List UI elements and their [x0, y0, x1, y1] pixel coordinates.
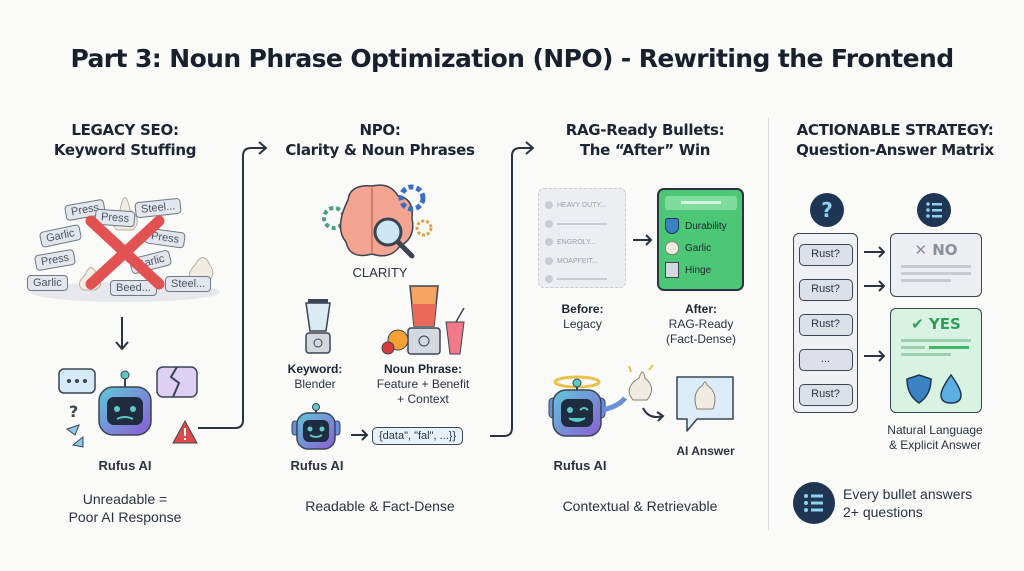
- garlic-icon: [665, 241, 679, 256]
- page-title: Part 3: Noun Phrase Optimization (NPO) -…: [70, 44, 954, 73]
- noun-phrase-value-2: + Context: [397, 392, 449, 406]
- legacy-title-line1: LEGACY SEO:: [71, 121, 179, 139]
- check-icon: ✔: [911, 315, 929, 333]
- brain-clarity-icon: [322, 184, 433, 259]
- down-arrow-icon: [115, 317, 129, 351]
- keyword-tag: Beed...: [110, 280, 157, 296]
- strategy-title: ACTIONABLE STRATEGY: Question-Answer Mat…: [780, 120, 1010, 160]
- confused-bot: ?: [55, 365, 205, 455]
- before-bullet: HEAVY DUTY...: [545, 197, 607, 216]
- yes-answer-card: ✔ YES: [890, 308, 982, 413]
- question-chip: Rust?: [798, 279, 853, 301]
- strategy-footer-line1: Every bullet answers: [843, 486, 973, 502]
- right-arrow-icon: [633, 234, 653, 246]
- strategy-title-line2: Question-Answer Matrix: [796, 141, 994, 159]
- bullet-list-icon: [793, 482, 835, 524]
- confused-robot-icon: ?: [58, 366, 198, 448]
- shield-and-drop-icons: [906, 373, 962, 404]
- before-label-title: Before:: [561, 302, 604, 316]
- question-chip: Rust?: [798, 314, 853, 336]
- before-bullets-card: HEAVY DUTY... ENGROLY... MOAPFEIT...: [538, 188, 626, 288]
- legacy-caption-line2: Poor AI Response: [68, 509, 182, 525]
- answer-caption-line2: & Explicit Answer: [888, 438, 982, 452]
- after-bullet-durability: Durability: [665, 216, 727, 238]
- keyword-value: Blender: [294, 377, 336, 391]
- after-bullets-card: Durability Garlic Hinge: [657, 188, 744, 291]
- keyword-label: Keyword:: [287, 362, 343, 376]
- happy-robot-icon: [291, 403, 341, 450]
- after-bullet-hinge: Hinge: [665, 260, 727, 282]
- rag-title-line2: The “After” Win: [579, 141, 711, 159]
- answer-caption: Natural Language & Explicit Answer: [875, 423, 995, 453]
- legacy-rufus-label: Rufus AI: [98, 458, 152, 473]
- right-arrow-icon: [351, 429, 369, 441]
- before-bullet: [545, 216, 607, 235]
- red-x-icon: [85, 215, 165, 290]
- ai-answer-bubble-icon: [676, 376, 734, 432]
- strategy-title-line1: ACTIONABLE STRATEGY:: [796, 121, 994, 139]
- winking-robot-with-garlic-icon: [548, 364, 665, 437]
- question-chip: Rust?: [798, 384, 853, 406]
- question-chip: ...: [798, 349, 853, 371]
- after-label-value-2: (Fact-Dense): [665, 332, 736, 346]
- answer-caption-line1: Natural Language: [887, 423, 983, 437]
- before-bullet: MOAPFEIT...: [545, 253, 607, 272]
- question-icon: ?: [810, 193, 844, 227]
- npo-title-line2: Clarity & Noun Phrases: [285, 141, 475, 159]
- rag-rufus-label: Rufus AI: [553, 458, 607, 473]
- npo-title-line1: NPO:: [359, 121, 401, 139]
- noun-phrase-example: Noun Phrase: Feature + Benefit + Context: [368, 362, 478, 407]
- no-answer-header: ✕ NO: [914, 241, 958, 259]
- questions-column: Rust? Rust? Rust? ... Rust?: [793, 233, 858, 413]
- flow-connector-1: [198, 141, 268, 429]
- yes-answer-header: ✔ YES: [911, 315, 961, 333]
- section-divider: [768, 118, 769, 530]
- question-arrows: [864, 246, 886, 362]
- npo-rufus-label: Rufus AI: [290, 458, 344, 473]
- after-bullet-garlic: Garlic: [665, 238, 727, 260]
- before-label-value: Legacy: [563, 317, 602, 331]
- smoothie-blender-icon: [381, 285, 465, 355]
- basic-blender-icon: [305, 299, 331, 354]
- no-answer-card: ✕ NO: [890, 233, 982, 297]
- structured-data-box: {data", "fal", ...}}: [372, 427, 464, 445]
- keyword-tag: Steel...: [165, 276, 212, 292]
- legacy-caption-line1: Unreadable =: [82, 491, 168, 507]
- legacy-caption: Unreadable = Poor AI Response: [30, 490, 220, 526]
- keyword-pile: Press Steel... Press Garlic Press Press …: [25, 180, 225, 305]
- after-label-title: After:: [685, 302, 717, 316]
- noun-phrase-value-1: Feature + Benefit: [376, 377, 470, 391]
- hinge-icon: [665, 262, 679, 279]
- after-label-value-1: RAG-Ready: [668, 317, 734, 331]
- strategy-footer-line2: 2+ questions: [843, 504, 923, 520]
- keyword-tag: Garlic: [27, 275, 68, 291]
- x-icon: ✕: [914, 241, 933, 259]
- flow-connector-2: [490, 141, 535, 437]
- list-icon: [917, 193, 951, 227]
- before-label: Before: Legacy: [545, 302, 620, 332]
- before-bullet: [545, 271, 607, 290]
- svg-text:?: ?: [69, 402, 78, 421]
- strategy-footer: Every bullet answers 2+ questions: [843, 485, 1023, 521]
- after-label: After: RAG-Ready (Fact-Dense): [660, 302, 742, 347]
- clarity-label: CLARITY: [352, 265, 408, 280]
- before-bullet: ENGROLY...: [545, 234, 607, 253]
- keyword-example: Keyword: Blender: [280, 362, 350, 392]
- npo-title: NPO: Clarity & Noun Phrases: [275, 120, 485, 160]
- rag-title-line1: RAG-Ready Bullets:: [565, 121, 725, 139]
- npo-caption: Readable & Fact-Dense: [305, 498, 455, 514]
- ai-answer-label: AI Answer: [676, 444, 735, 458]
- legacy-title: LEGACY SEO: Keyword Stuffing: [30, 120, 220, 160]
- rag-caption: Contextual & Retrievable: [562, 498, 718, 514]
- shield-icon: [665, 218, 679, 235]
- after-card-header: [665, 196, 737, 210]
- noun-phrase-label: Noun Phrase:: [383, 362, 462, 376]
- legacy-title-line2: Keyword Stuffing: [53, 141, 197, 159]
- rag-title: RAG-Ready Bullets: The “After” Win: [540, 120, 750, 160]
- question-chip: Rust?: [798, 244, 853, 266]
